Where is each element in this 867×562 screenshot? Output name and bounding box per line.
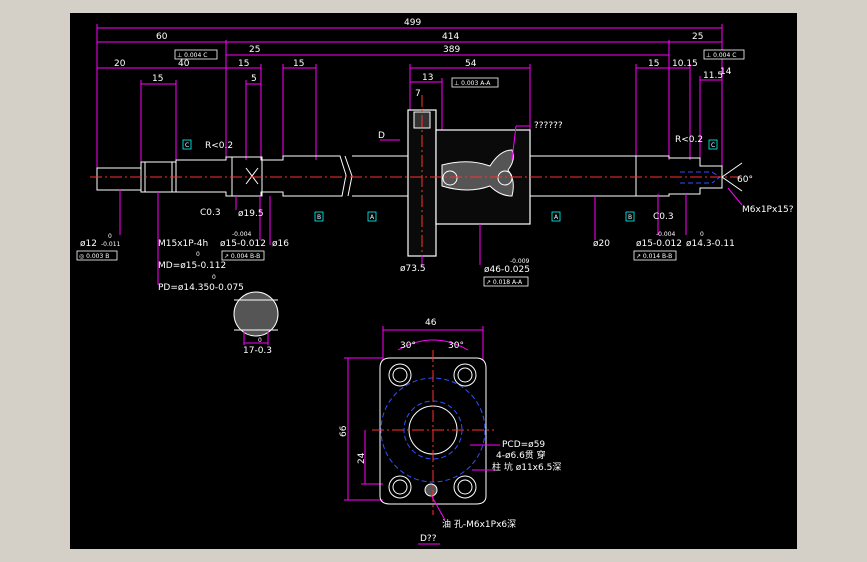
- dim-5: 5: [251, 74, 257, 84]
- svg-text:A: A: [554, 214, 559, 221]
- label-r02-left: R<0.2: [205, 141, 233, 151]
- svg-text:C: C: [711, 142, 715, 149]
- svg-text:⊥ 0.004 C: ⊥ 0.004 C: [177, 52, 207, 59]
- md-upper-tol: 0: [196, 251, 200, 258]
- datum-markers: B A A B C C: [182, 139, 718, 222]
- dim-25-right: 25: [692, 32, 703, 42]
- nut-return-tube: [441, 149, 514, 197]
- svg-text:↗ 0.004 B-B: ↗ 0.004 B-B: [224, 253, 260, 260]
- tolerance-frame-3: ⊥ 0.003 A-A: [451, 77, 499, 88]
- dim-20: 20: [114, 59, 126, 69]
- dim-46: 46: [425, 318, 437, 328]
- dim-54: 54: [465, 59, 477, 69]
- dim-24: 24: [357, 452, 367, 464]
- ball-nut: [407, 95, 531, 265]
- label-md: MD=ø15-0.112: [158, 261, 226, 271]
- label-d14-3: ø14.3-0.11: [686, 239, 735, 249]
- pd-upper-tol: 0: [212, 274, 216, 281]
- dim-25: 25: [249, 45, 260, 55]
- center-hole-cone: [721, 162, 743, 192]
- tolerance-frame-2: ⊥ 0.004 C: [703, 49, 745, 60]
- label-d12: ø12: [80, 239, 97, 249]
- label-d46: ø46-0.025: [484, 265, 530, 275]
- label-pcd: PCD=ø59: [502, 440, 545, 450]
- svg-text:◎ 0.003 B: ◎ 0.003 B: [79, 253, 109, 260]
- label-r02-right: R<0.2: [675, 135, 703, 145]
- tolerance-frame-7: ↗ 0.014 B-B: [633, 250, 677, 261]
- tolerance-frame-6: ↗ 0.018 A-A: [483, 276, 529, 287]
- label-c03-right: C0.3: [653, 212, 674, 222]
- label-pd: PD=ø14.350-0.075: [158, 283, 244, 293]
- top-dimension-chain: [96, 24, 723, 170]
- svg-text:B: B: [317, 214, 321, 221]
- label-unknown-note: ??????: [534, 121, 563, 131]
- svg-text:A: A: [370, 214, 375, 221]
- label-d16: ø16: [272, 239, 289, 249]
- dim-40: 40: [178, 59, 190, 69]
- dim-10-15: 10.15: [672, 59, 698, 69]
- label-d15-right: ø15-0.012: [636, 239, 682, 249]
- svg-text:↗ 0.018 A-A: ↗ 0.018 A-A: [486, 279, 523, 286]
- label-d20: ø20: [593, 239, 610, 249]
- dim-15-b: 15: [238, 59, 249, 69]
- dim-15-c: 15: [293, 59, 304, 69]
- dim-30-right: 30°: [448, 341, 464, 351]
- dim-389: 389: [443, 45, 460, 55]
- label-view-d: D??: [420, 534, 437, 544]
- label-m15: M15x1P-4h: [158, 239, 208, 249]
- d15r-upper-tol: -0.004: [656, 231, 676, 238]
- d12-lower-tol: -0.011: [101, 241, 121, 248]
- svg-text:↗ 0.014 B-B: ↗ 0.014 B-B: [636, 253, 672, 260]
- label-c03-left: C0.3: [200, 208, 221, 218]
- svg-text:⊥ 0.003 A-A: ⊥ 0.003 A-A: [454, 80, 491, 87]
- d12-upper-tol: 0: [108, 233, 112, 240]
- tolerance-frame-5: ↗ 0.004 B-B: [221, 250, 265, 261]
- dim-15-right: 15: [648, 59, 659, 69]
- cad-drawing-canvas: 499 60 414 25 25 389 20 40 15 15 5 15 13…: [70, 13, 797, 549]
- thread-section-view: [233, 291, 279, 345]
- label-holes: 4-ø6.6贯 穿: [496, 449, 546, 461]
- label-d73-5: ø73.5: [400, 264, 426, 274]
- d15l-upper-tol: -0.004: [232, 231, 252, 238]
- ballscrew-drawing: 499 60 414 25 25 389 20 40 15 15 5 15 13…: [76, 18, 794, 545]
- dim-14: 14: [720, 67, 732, 77]
- d14-3-upper-tol: 0: [700, 231, 704, 238]
- label-d15-left: ø15-0.012: [220, 239, 266, 249]
- flange-end-view: [344, 326, 500, 521]
- sec-17-upper-tol: 0: [258, 337, 262, 344]
- dim-7: 7: [415, 89, 421, 99]
- tolerance-frame-4: ◎ 0.003 B: [76, 250, 118, 261]
- dim-13: 13: [422, 73, 433, 83]
- dim-66: 66: [339, 425, 349, 437]
- label-tap: 油 孔-M6x1Px6深: [442, 518, 516, 530]
- svg-text:⊥ 0.004 C: ⊥ 0.004 C: [706, 52, 736, 59]
- dim-15-a: 15: [152, 74, 163, 84]
- tolerance-frame-1: ⊥ 0.004 C: [174, 49, 218, 60]
- dim-overall-length: 499: [404, 18, 421, 28]
- label-m6: M6x1Px15?: [742, 205, 794, 215]
- d46-upper-tol: -0.009: [510, 258, 530, 265]
- dim-414: 414: [442, 32, 459, 42]
- label-60deg: 60°: [737, 175, 753, 185]
- dim-11-5: 11.5: [703, 71, 723, 81]
- svg-text:B: B: [628, 214, 632, 221]
- svg-text:C: C: [185, 142, 189, 149]
- dim-60: 60: [156, 32, 168, 42]
- label-counterbore: 柱 坑 ø11x6.5深: [492, 461, 561, 473]
- dim-30-left: 30°: [400, 341, 416, 351]
- leaders: [119, 125, 743, 285]
- label-d19-5: ø19.5: [238, 209, 264, 219]
- label-17: 17-0.3: [243, 346, 272, 356]
- label-d-arrow: D: [378, 131, 385, 141]
